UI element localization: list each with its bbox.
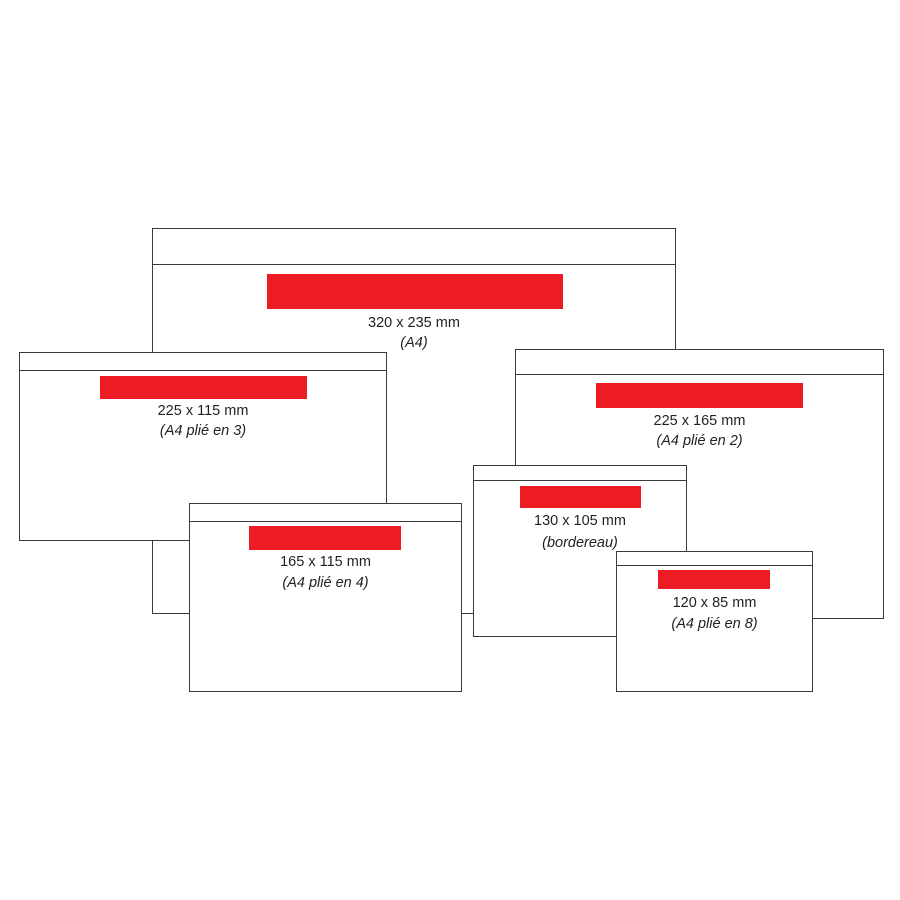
envelope-size-label: 165 x 115 mm [280, 554, 371, 570]
envelope-165x115: 165 x 115 mm (A4 plié en 4) [189, 503, 462, 692]
envelope-size-label: 130 x 105 mm [534, 513, 626, 529]
envelope-flap [153, 229, 675, 265]
envelope-format-label: (bordereau) [542, 535, 618, 551]
envelope-format-label: (A4 plié en 8) [671, 616, 758, 632]
red-label-strip [267, 274, 563, 309]
red-label-strip [658, 570, 770, 589]
envelope-flap [516, 350, 883, 375]
envelope-size-label: 225 x 115 mm [157, 403, 249, 419]
envelope-format-label: (A4 plié en 4) [282, 575, 369, 591]
envelope-flap [474, 466, 686, 481]
envelope-flap [190, 504, 461, 522]
red-label-strip [520, 486, 641, 508]
envelope-size-label: 120 x 85 mm [672, 595, 757, 611]
envelope-format-label: (A4) [400, 335, 428, 351]
envelope-size-label: 225 x 165 mm [653, 413, 746, 429]
envelope-format-label: (A4 plié en 2) [656, 433, 743, 449]
envelope-flap [617, 552, 812, 566]
envelope-format-label: (A4 plié en 3) [159, 423, 247, 439]
red-label-strip [596, 383, 803, 408]
red-label-strip [100, 376, 307, 399]
envelope-flap [20, 353, 386, 371]
red-label-strip [249, 526, 401, 550]
envelope-120x85: 120 x 85 mm (A4 plié en 8) [616, 551, 813, 692]
envelope-size-label: 320 x 235 mm [368, 315, 460, 331]
